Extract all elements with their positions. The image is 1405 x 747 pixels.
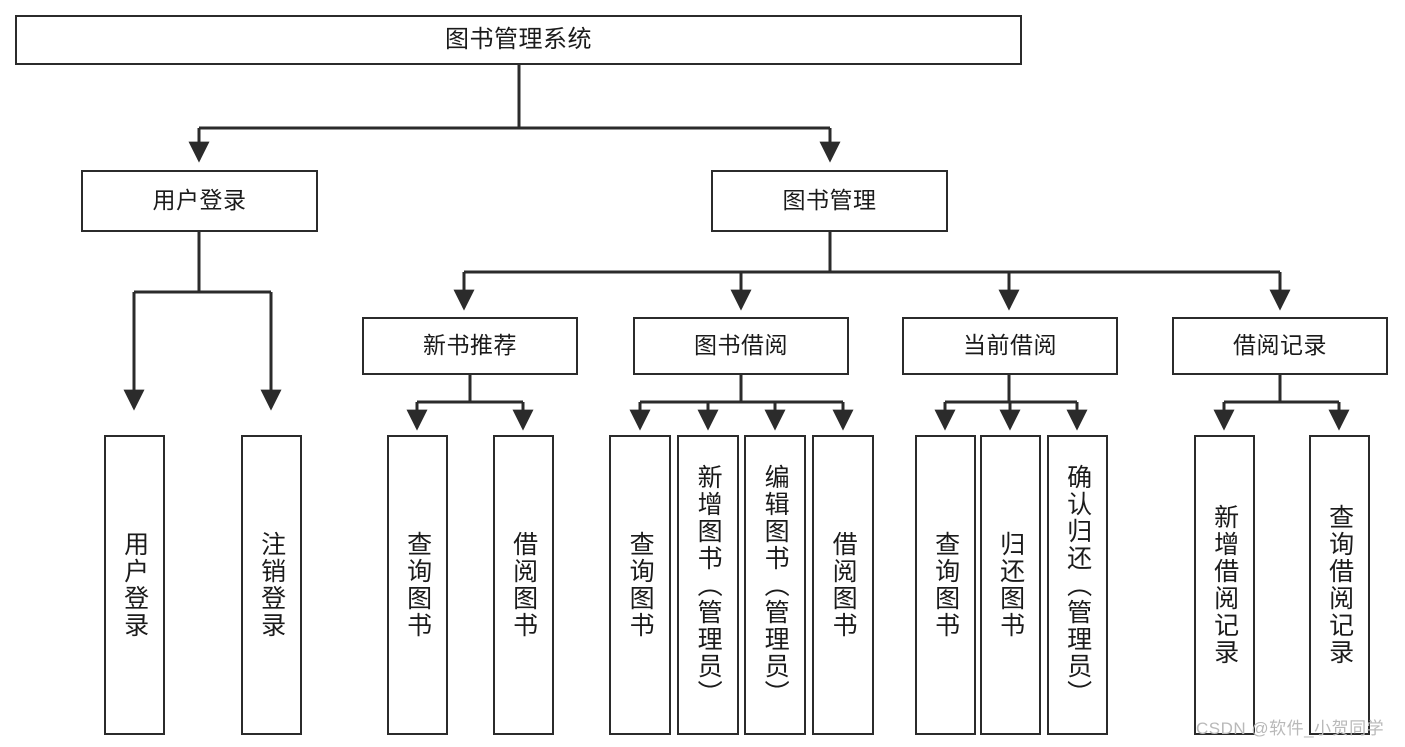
leaf-new-book-query-book[interactable]: 查询图书: [387, 435, 448, 735]
node-current-borrow[interactable]: 当前借阅: [902, 317, 1118, 375]
csdn-watermark: CSDN @软件_小贺同学: [1196, 719, 1385, 738]
leaf-current-borrow-confirm-return-admin[interactable]: 确认归还（管理员）: [1047, 435, 1108, 735]
node-label: 查询借阅记录: [1325, 504, 1354, 666]
node-user-login[interactable]: 用户登录: [81, 170, 318, 232]
leaf-new-book-borrow-book[interactable]: 借阅图书: [493, 435, 554, 735]
node-label: 借阅图书: [509, 531, 538, 639]
node-borrow-record[interactable]: 借阅记录: [1172, 317, 1388, 375]
node-book-borrow[interactable]: 图书借阅: [633, 317, 849, 375]
node-label: 图书借阅: [694, 332, 788, 359]
leaf-current-borrow-return-book[interactable]: 归还图书: [980, 435, 1041, 735]
node-label: 当前借阅: [963, 332, 1057, 359]
node-new-book-recommend[interactable]: 新书推荐: [362, 317, 578, 375]
node-label: 用户登录: [120, 531, 149, 639]
leaf-user-login-login[interactable]: 用户登录: [104, 435, 165, 735]
node-label: 查询图书: [403, 531, 432, 639]
leaf-borrow-record-query-record[interactable]: 查询借阅记录: [1309, 435, 1370, 735]
node-book-management[interactable]: 图书管理: [711, 170, 948, 232]
node-label: 新书推荐: [423, 332, 517, 359]
node-label: 查询图书: [931, 531, 960, 639]
node-label: 编辑图书（管理员）: [761, 463, 790, 707]
node-label: 图书管理系统: [445, 25, 592, 53]
node-label: 查询图书: [626, 531, 655, 639]
leaf-book-borrow-edit-book-admin[interactable]: 编辑图书（管理员）: [744, 435, 806, 735]
node-label: 借阅图书: [829, 531, 858, 639]
node-label: 注销登录: [257, 531, 286, 639]
node-label: 确认归还（管理员）: [1063, 463, 1092, 707]
leaf-book-borrow-add-book-admin[interactable]: 新增图书（管理员）: [677, 435, 739, 735]
leaf-user-login-logout[interactable]: 注销登录: [241, 435, 302, 735]
node-root-library-system[interactable]: 图书管理系统: [15, 15, 1022, 65]
node-label: 归还图书: [996, 531, 1025, 639]
node-label: 图书管理: [782, 187, 877, 214]
leaf-current-borrow-query-book[interactable]: 查询图书: [915, 435, 976, 735]
node-label: 借阅记录: [1233, 332, 1327, 359]
node-label: 新增借阅记录: [1210, 504, 1239, 666]
node-label: 用户登录: [152, 187, 247, 214]
node-label: 新增图书（管理员）: [694, 463, 723, 707]
leaf-book-borrow-borrow-book[interactable]: 借阅图书: [812, 435, 874, 735]
leaf-book-borrow-query-book[interactable]: 查询图书: [609, 435, 671, 735]
leaf-borrow-record-add-record[interactable]: 新增借阅记录: [1194, 435, 1255, 735]
